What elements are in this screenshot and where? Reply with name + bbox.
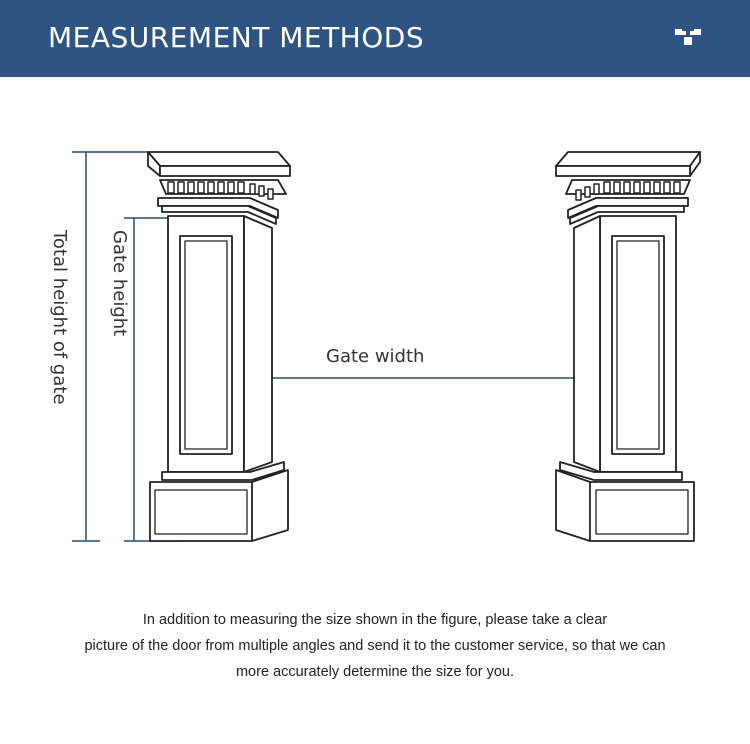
gate-height-label: Gate height: [109, 230, 130, 337]
brand-v-logo-icon: [675, 29, 701, 45]
right-pillar: [555, 151, 701, 542]
note-line-2: picture of the door from multiple angles…: [84, 638, 666, 654]
page-title: MEASUREMENT METHODS: [48, 21, 425, 54]
note-line-3: more accurately determine the size for y…: [235, 664, 515, 680]
note-line-1: In addition to measuring the size shown …: [142, 612, 608, 628]
gate-width-label: Gate width: [326, 346, 425, 367]
total-height-dimension-line: [72, 151, 148, 542]
measurement-note: In addition to measuring the size shown …: [30, 607, 720, 685]
header-banner: MEASUREMENT METHODS: [0, 0, 750, 77]
left-pillar: [147, 151, 291, 542]
total-height-label: Total height of gate: [49, 230, 70, 405]
